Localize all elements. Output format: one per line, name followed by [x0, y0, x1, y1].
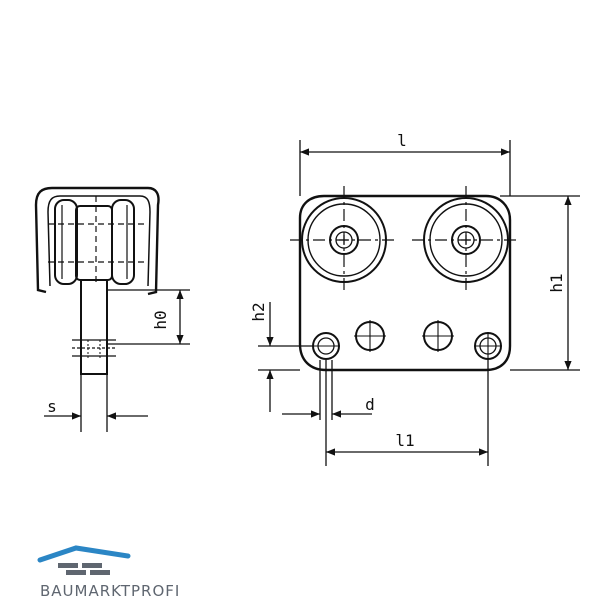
- mounting-holes: [312, 320, 502, 360]
- wheel-left-front: [290, 186, 398, 294]
- dim-label-d: d: [365, 395, 375, 414]
- dim-label-l1: l1: [395, 431, 414, 450]
- side-view: [34, 186, 190, 432]
- baumarktprofi-logo: BAUMARKTPROFI: [37, 545, 180, 600]
- logo-wordmark: BAUMARKTPROFI: [40, 582, 180, 600]
- dim-label-h0: h0: [151, 310, 170, 329]
- logo-brick-icon: [58, 563, 78, 568]
- hanging-plate: [80, 279, 108, 375]
- dim-label-l: l: [397, 131, 407, 150]
- dim-label-h2: h2: [249, 302, 268, 321]
- dim-label-h1: h1: [547, 273, 566, 292]
- right-wheel: [111, 199, 135, 285]
- wheel-right-front: [412, 186, 520, 294]
- left-wheel: [54, 199, 78, 285]
- logo-roof-icon: [37, 545, 131, 563]
- base-plate: [298, 194, 512, 372]
- dim-label-s: s: [47, 397, 57, 416]
- front-view: [258, 140, 580, 466]
